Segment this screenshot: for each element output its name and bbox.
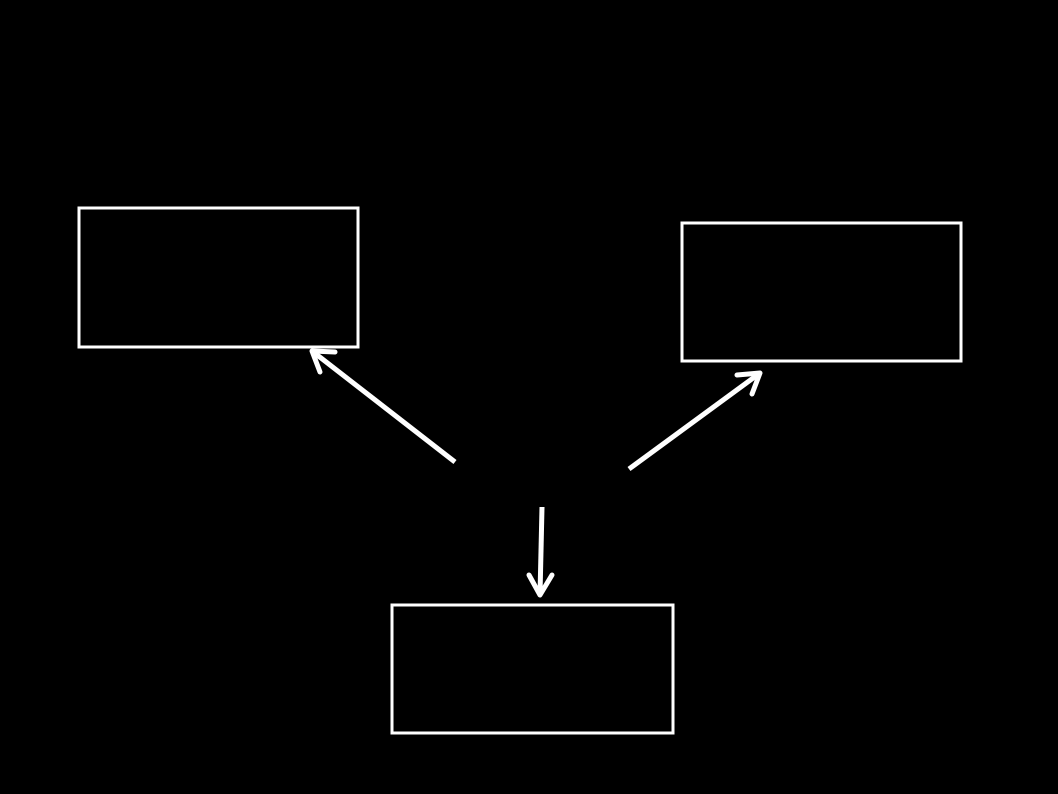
arrow-head-bottom <box>526 572 555 598</box>
arrow-head-right <box>734 370 763 397</box>
arrow-shaft-bottom <box>537 506 545 596</box>
arrow-shaft-right <box>627 370 762 472</box>
arrow-to-bottom-box <box>526 506 555 598</box>
arrow-to-right-box <box>627 370 763 472</box>
arrow-to-left-box <box>309 348 457 464</box>
right-box <box>680 221 963 363</box>
arrow-shaft-left <box>310 349 457 464</box>
arrow-head-left <box>309 348 338 375</box>
bottom-box <box>390 603 675 735</box>
left-box <box>77 206 360 349</box>
